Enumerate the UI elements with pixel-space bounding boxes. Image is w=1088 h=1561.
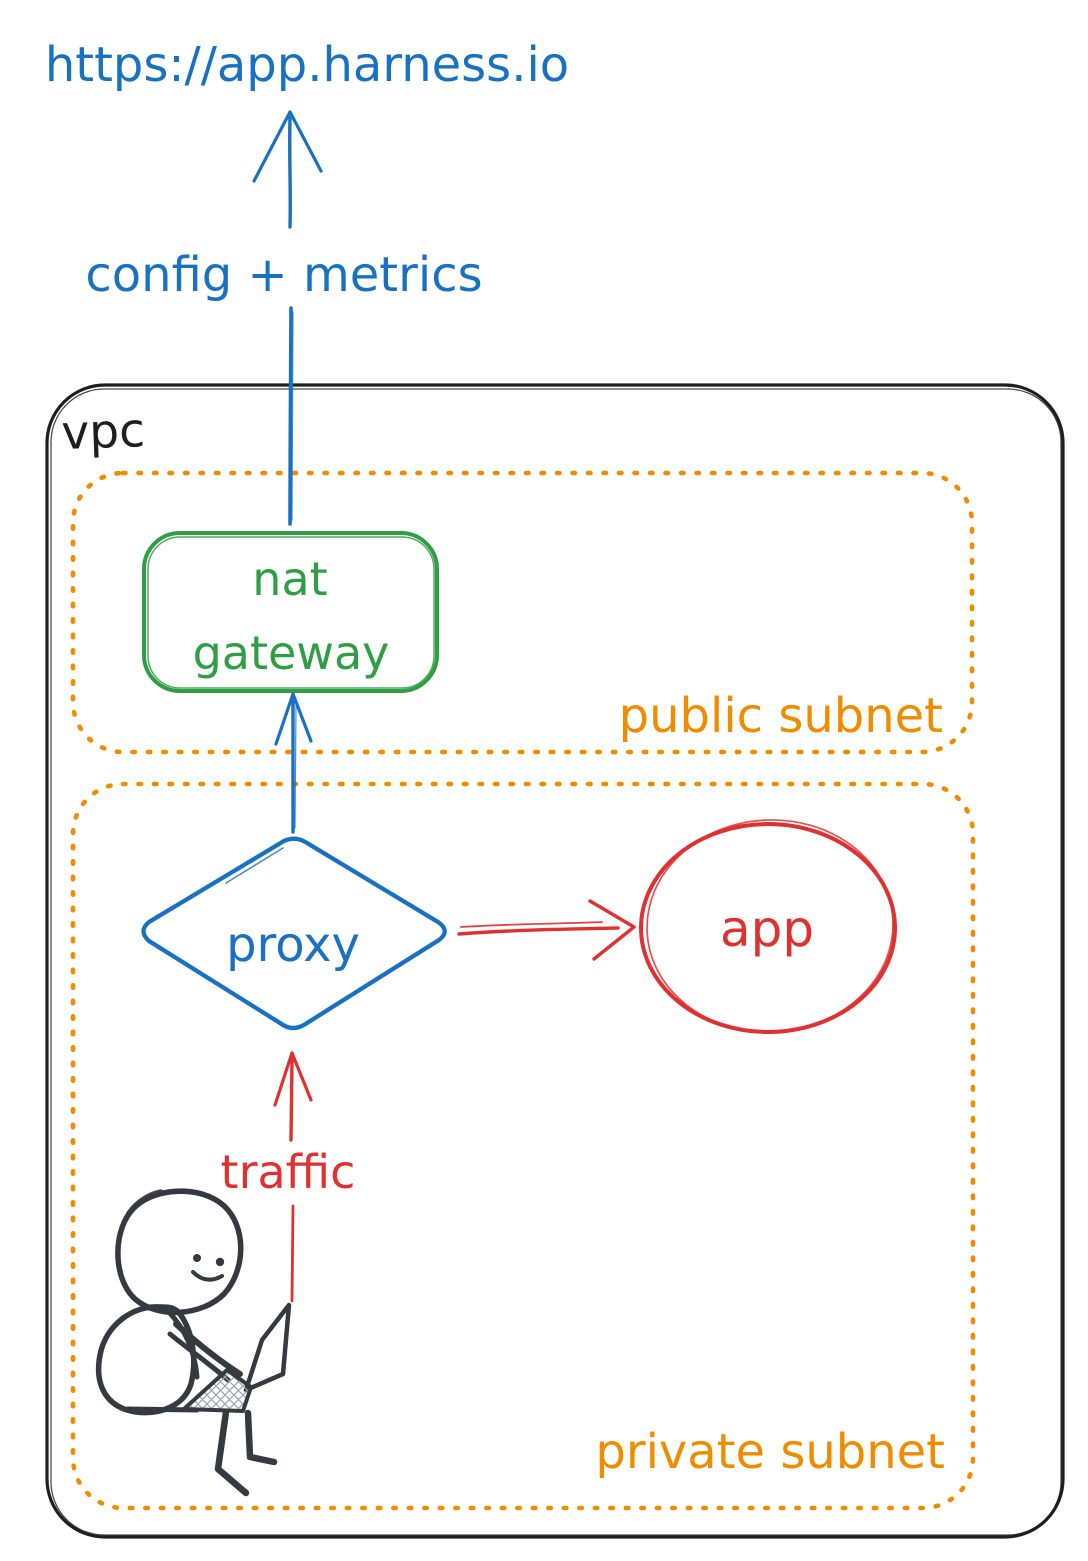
config-metrics-arrow xyxy=(252,110,323,526)
laptop-screen xyxy=(243,1302,292,1393)
private-subnet-label: private subnet xyxy=(595,1424,945,1480)
person-head xyxy=(115,1188,244,1316)
person-back-line xyxy=(165,1308,200,1380)
person-figure xyxy=(96,1188,292,1497)
app-label: app xyxy=(720,900,814,958)
public-subnet-border xyxy=(70,470,975,755)
person-arm-upper xyxy=(173,1321,243,1377)
proxy-to-nat-arrow xyxy=(274,692,313,834)
person-hair xyxy=(141,1190,225,1207)
nat-gateway-node xyxy=(142,531,439,693)
person-smile xyxy=(191,1270,224,1282)
nat-gateway-label-line2: gateway xyxy=(193,626,390,680)
traffic-arrow xyxy=(273,1051,313,1303)
person-leg-left xyxy=(214,1408,250,1497)
person-leg-right xyxy=(244,1409,278,1466)
vpc-border xyxy=(45,383,1065,1539)
person-eye-left xyxy=(193,1254,201,1262)
vpc-label: vpc xyxy=(60,403,145,461)
url-label: https://app.harness.io xyxy=(45,37,569,93)
config-metrics-label: config + metrics xyxy=(85,247,482,303)
nat-gateway-label-line1: nat xyxy=(252,552,327,606)
app-node xyxy=(639,819,897,1034)
person-hair-tuft xyxy=(126,1189,163,1215)
traffic-label: traffic xyxy=(221,1145,356,1199)
person-eyes xyxy=(193,1254,225,1267)
public-subnet-label: public subnet xyxy=(619,688,943,744)
laptop xyxy=(182,1302,292,1413)
person-eye-right xyxy=(215,1257,225,1267)
laptop-keyboard xyxy=(182,1368,253,1413)
proxy-label: proxy xyxy=(226,917,360,973)
proxy-to-app-arrow xyxy=(457,899,636,961)
proxy-node xyxy=(141,836,447,1031)
